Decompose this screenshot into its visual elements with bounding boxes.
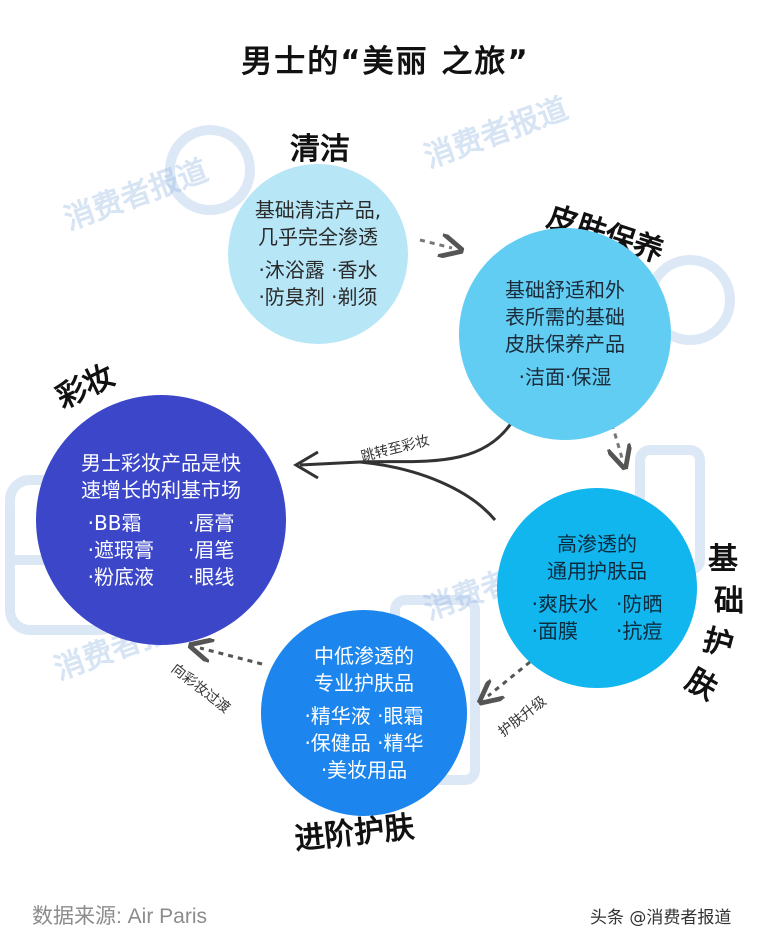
stage-desc: 基础清洁产品, 几乎完全渗透 (254, 198, 382, 249)
credit-text: 头条 @消费者报道 (590, 908, 732, 928)
stage-cleaning: 基础清洁产品, 几乎完全渗透 ·沐浴露 ·香水 ·防臭剂 ·剃须 (228, 164, 408, 344)
data-source: 数据来源: Air Paris (32, 905, 208, 928)
stage-label-basic: 础 (714, 584, 744, 619)
stage-items: ·BB霜 ·唇膏 ·遮瑕膏 ·眉笔 ·粉底液 ·眼线 (87, 510, 235, 589)
stage-label-cleaning: 清洁 (290, 132, 350, 167)
stage-desc: 男士彩妆产品是快 速增长的利基市场 (81, 450, 241, 502)
stage-basic-skincare: 高渗透的 通用护肤品 ·爽肤水 ·防晒 ·面膜 ·抗痘 (497, 488, 697, 688)
stage-items: ·爽肤水 ·防晒 ·面膜 ·抗痘 (531, 592, 663, 643)
stage-items: ·洁面·保湿 (518, 365, 612, 389)
stage-desc: 基础舒适和外 表所需的基础 皮肤保养产品 (505, 278, 625, 356)
stage-items: ·沐浴露 ·香水 ·防臭剂 ·剃须 (258, 258, 378, 309)
stage-desc: 高渗透的 通用护肤品 (547, 532, 647, 583)
stage-label-basic: 基 (708, 542, 738, 577)
stage-items: ·精华液 ·眼霜 ·保健品 ·精华 ·美妆用品 (304, 703, 424, 782)
stage-skincare: 基础舒适和外 表所需的基础 皮肤保养产品 ·洁面·保湿 (459, 228, 671, 440)
stage-advanced-skincare: 中低渗透的 专业护肤品 ·精华液 ·眼霜 ·保健品 ·精华 ·美妆用品 (261, 610, 467, 816)
stage-makeup: 男士彩妆产品是快 速增长的利基市场 ·BB霜 ·唇膏 ·遮瑕膏 ·眉笔 ·粉底液… (36, 395, 286, 645)
stage-desc: 中低渗透的 专业护肤品 (314, 643, 414, 695)
page-title: 男士的“美丽 之旅” (241, 44, 530, 80)
